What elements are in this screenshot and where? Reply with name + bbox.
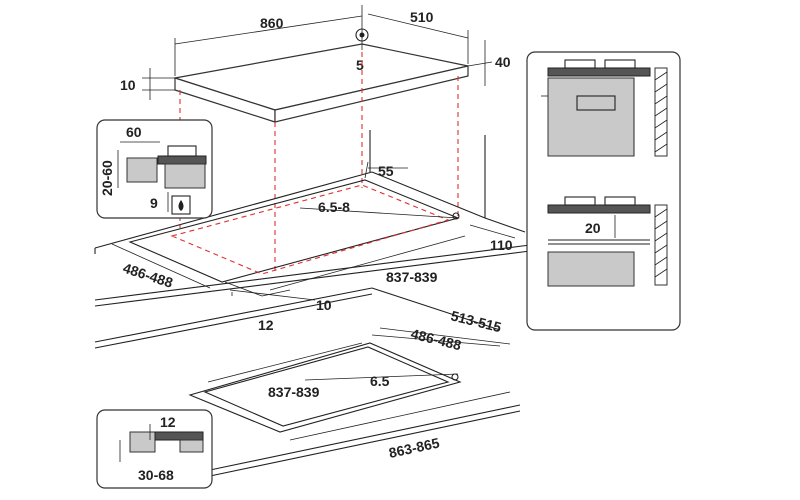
- cutout-hob-outline: [170, 184, 450, 275]
- flush-outer-width-label: 863-865: [387, 435, 441, 461]
- cutout-flush-outer: [188, 342, 462, 433]
- flush-offset-label: 6.5: [370, 373, 390, 389]
- front-gap-label: 10: [316, 297, 332, 313]
- hob-slab: [174, 5, 469, 123]
- worktop-front-label: 12: [258, 317, 274, 333]
- cabinet-hob-drawer: [547, 196, 668, 287]
- side-detail-height-label: 20-60: [99, 160, 115, 196]
- cabinet-hob-oven: [541, 59, 668, 157]
- hob-thickness-label: 10: [120, 77, 136, 93]
- gas-inlet-offset-label: 5: [356, 57, 364, 73]
- right-gap-label: 110: [490, 237, 513, 253]
- oven-gap-label: 20: [585, 220, 601, 236]
- hob-width-label: 860: [260, 15, 284, 31]
- flush-inner-width-label: 837-839: [268, 384, 320, 400]
- wall-hatch-1: [654, 71, 668, 153]
- wall-hatch-2: [654, 208, 668, 278]
- hob-dimension-lines: [142, 13, 493, 100]
- hob-height-label: 40: [495, 54, 511, 70]
- flush-detail-thickness-label: 30-68: [138, 467, 174, 483]
- cutout-flush-inner: [203, 346, 450, 427]
- flame-icon: [178, 200, 184, 211]
- rear-offset-label: 6.5-8: [318, 199, 350, 215]
- worktop-flush: [94, 287, 521, 477]
- projection-lines: [179, 52, 459, 272]
- flush-detail-step-label: 12: [160, 414, 176, 430]
- flush-inner-depth-label: 486-488: [409, 325, 463, 353]
- cutout-depth-top-label: 486-488: [121, 260, 175, 291]
- hob-depth-label: 510: [410, 9, 434, 25]
- rear-gap-label: 55: [378, 163, 394, 179]
- side-detail-gap-label: 9: [150, 195, 158, 211]
- cabinet-detail-panel: [526, 51, 681, 331]
- cutout-dimension-lines: [111, 161, 516, 301]
- side-detail-panel: [96, 119, 213, 219]
- flush-detail-panel: [96, 409, 213, 489]
- cutout-width-top-label: 837-839: [386, 269, 438, 285]
- hob-right-face: [274, 65, 469, 123]
- side-detail-width-label: 60: [126, 124, 142, 140]
- flush-outer-depth-label: 513-515: [449, 307, 503, 335]
